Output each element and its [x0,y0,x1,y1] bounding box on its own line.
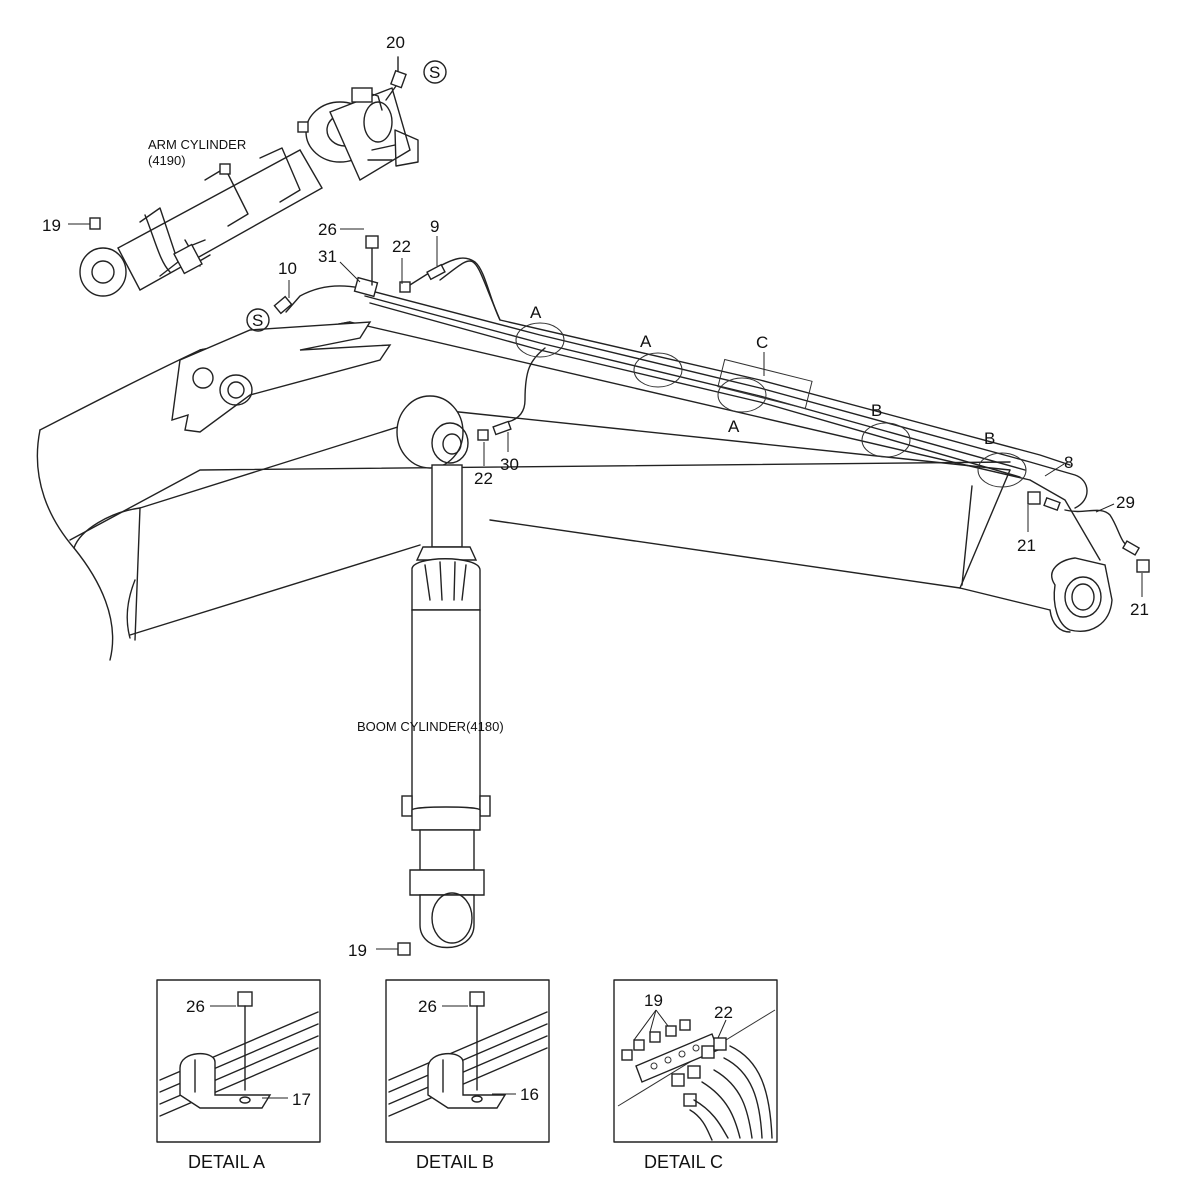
marker-a-2: A [640,332,652,351]
detail-b-title: DETAIL B [416,1152,494,1172]
marker-s-top-label: S [429,63,440,82]
part-label-31: 31 [318,247,337,266]
fitting-19-arm [68,217,101,230]
detail-c-panel [613,979,778,1143]
detail-c-title: DETAIL C [644,1152,723,1172]
detail-a-title: DETAIL A [188,1152,265,1172]
fitting-20 [385,56,407,101]
arm-cylinder [79,87,419,297]
boom-cylinder [401,464,491,949]
part-label-19-boom: 19 [348,941,367,960]
marker-s-left-label: S [252,311,263,330]
part-label-9: 9 [430,217,439,236]
marker-s-top: S [423,60,447,84]
detail-b-clamp-label: 16 [520,1085,539,1104]
detail-a-panel [156,979,321,1143]
part-label-21-b: 21 [1130,600,1149,619]
marker-c-1: C [756,333,768,352]
arm-cylinder-code: (4190) [148,153,186,168]
part-label-29: 29 [1116,493,1135,512]
part-label-30: 30 [500,455,519,474]
marker-b-1: B [871,401,882,420]
detail-a-clamp-label: 17 [292,1090,311,1109]
part-label-21-a: 21 [1017,536,1036,555]
arm-cylinder-label: ARM CYLINDER [148,137,246,152]
detail-b-panel [385,979,550,1143]
pipe-lines [273,235,1150,573]
part-label-22-top: 22 [392,237,411,256]
part-label-8: 8 [1064,453,1073,472]
part-label-10: 10 [278,259,297,278]
boom-cylinder-label: BOOM CYLINDER(4180) [357,719,504,734]
detail-c-fitting-a-label: 19 [644,991,663,1010]
marker-a-1: A [530,303,542,322]
marker-s-left: S [246,308,270,332]
marker-a-3: A [728,417,740,436]
fitting-19-boom [376,942,411,956]
detail-b-bolt-label: 26 [418,997,437,1016]
part-label-26: 26 [318,220,337,239]
part-label-19-arm: 19 [42,216,61,235]
part-label-20: 20 [386,33,405,52]
detail-a-bolt-label: 26 [186,997,205,1016]
part-label-22-mid: 22 [474,469,493,488]
marker-b-2: B [984,429,995,448]
detail-c-fitting-b-label: 22 [714,1003,733,1022]
detail-callouts [515,322,1027,488]
boom-structure [36,321,1113,661]
